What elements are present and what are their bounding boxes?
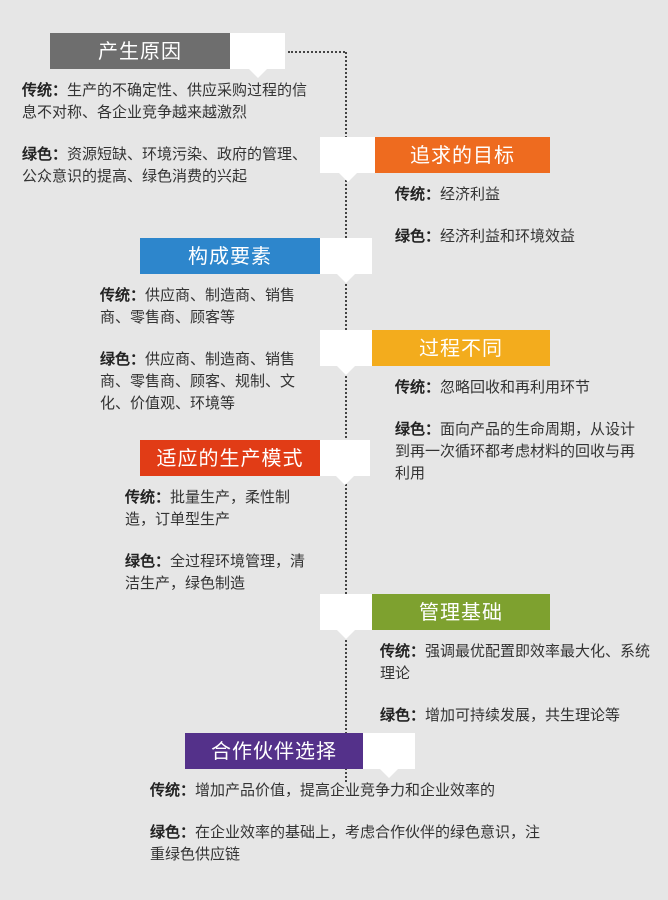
green-tag: 绿色：: [395, 227, 441, 245]
traditional-tag: 传统：: [395, 378, 441, 396]
section-title: 适应的生产模式: [140, 440, 320, 476]
green-tag: 绿色：: [380, 706, 426, 724]
traditional-paragraph: 传统：生产的不确定性、供应采购过程的信息不对称、各企业竞争越来越激烈: [22, 79, 322, 123]
section-partner-selection: 合作伙伴选择 传统：增加产品价值，提高企业竞争力和企业效率的 绿色：在企业效率的…: [0, 733, 560, 865]
timeline-connector: [288, 51, 345, 53]
green-text: 增加可持续发展，共生理论等: [425, 706, 621, 724]
traditional-paragraph: 传统：批量生产，柔性制造，订单型生产: [125, 486, 320, 530]
green-text: 全过程环境管理，清洁生产，绿色制造: [125, 552, 306, 592]
traditional-tag: 传统：: [22, 81, 68, 99]
header-tab: [320, 238, 372, 283]
section-title: 合作伙伴选择: [185, 733, 363, 769]
traditional-tag: 传统：: [125, 488, 171, 506]
section-body: 传统：强调最优配置即效率最大化、系统理论 绿色：增加可持续发展，共生理论等: [380, 640, 658, 726]
section-header: 过程不同: [320, 330, 650, 375]
section-title: 过程不同: [372, 330, 550, 366]
section-title: 构成要素: [140, 238, 320, 274]
section-title: 管理基础: [372, 594, 550, 630]
header-tab: [363, 733, 415, 778]
traditional-tag: 传统：: [380, 642, 426, 660]
section-header: 追求的目标: [320, 137, 650, 182]
section-header: 构成要素: [0, 238, 372, 283]
traditional-paragraph: 传统：供应商、制造商、销售商、零售商、顾客等: [100, 284, 310, 328]
section-header: 管理基础: [320, 594, 660, 639]
traditional-tag: 传统：: [150, 781, 196, 799]
section-title: 产生原因: [50, 33, 230, 69]
section-header: 合作伙伴选择: [0, 733, 560, 778]
section-management: 管理基础 传统：强调最优配置即效率最大化、系统理论 绿色：增加可持续发展，共生理…: [320, 594, 660, 726]
green-tag: 绿色：: [395, 420, 441, 438]
header-tab: [230, 33, 285, 78]
header-tab: [320, 594, 372, 639]
green-tag: 绿色：: [150, 823, 196, 841]
green-text: 经济利益和环境效益: [440, 227, 576, 245]
green-text: 面向产品的生命周期，从设计到再一次循环都考虑材料的回收与再利用: [395, 420, 636, 482]
traditional-text: 生产的不确定性、供应采购过程的信息不对称、各企业竞争越来越激烈: [22, 81, 308, 121]
section-process: 过程不同 传统：忽略回收和再利用环节 绿色：面向产品的生命周期，从设计到再一次循…: [320, 330, 650, 484]
green-paragraph: 绿色：全过程环境管理，清洁生产，绿色制造: [125, 550, 320, 594]
green-paragraph: 绿色：供应商、制造商、销售商、零售商、顾客、规制、文化、价值观、环境等: [100, 348, 310, 414]
traditional-text: 供应商、制造商、销售商、零售商、顾客等: [100, 286, 296, 326]
section-production-mode: 适应的生产模式 传统：批量生产，柔性制造，订单型生产 绿色：全过程环境管理，清洁…: [0, 440, 370, 594]
traditional-paragraph: 传统：增加产品价值，提高企业竞争力和企业效率的: [150, 779, 550, 801]
green-text: 资源短缺、环境污染、政府的管理、公众意识的提高、绿色消费的兴起: [22, 145, 308, 185]
section-body: 传统：生产的不确定性、供应采购过程的信息不对称、各企业竞争越来越激烈 绿色：资源…: [22, 79, 322, 187]
traditional-text: 批量生产，柔性制造，订单型生产: [125, 488, 291, 528]
section-body: 传统：供应商、制造商、销售商、零售商、顾客等 绿色：供应商、制造商、销售商、零售…: [100, 284, 310, 414]
green-paragraph: 绿色：经济利益和环境效益: [395, 225, 640, 247]
traditional-paragraph: 传统：忽略回收和再利用环节: [395, 376, 640, 398]
section-cause: 产生原因 传统：生产的不确定性、供应采购过程的信息不对称、各企业竞争越来越激烈 …: [0, 33, 345, 187]
traditional-text: 强调最优配置即效率最大化、系统理论: [380, 642, 651, 682]
section-body: 传统：批量生产，柔性制造，订单型生产 绿色：全过程环境管理，清洁生产，绿色制造: [125, 486, 320, 594]
traditional-paragraph: 传统：强调最优配置即效率最大化、系统理论: [380, 640, 658, 684]
green-text: 在企业效率的基础上，考虑合作伙伴的绿色意识，注重绿色供应链: [150, 823, 541, 863]
header-tab: [320, 440, 370, 485]
section-goal: 追求的目标 传统：经济利益 绿色：经济利益和环境效益: [320, 137, 650, 247]
green-paragraph: 绿色：增加可持续发展，共生理论等: [380, 704, 658, 726]
traditional-tag: 传统：: [395, 185, 441, 203]
green-tag: 绿色：: [100, 350, 146, 368]
traditional-tag: 传统：: [100, 286, 146, 304]
traditional-text: 增加产品价值，提高企业竞争力和企业效率的: [195, 781, 496, 799]
section-body: 传统：忽略回收和再利用环节 绿色：面向产品的生命周期，从设计到再一次循环都考虑材…: [395, 376, 640, 484]
traditional-text: 忽略回收和再利用环节: [440, 378, 591, 396]
section-header: 适应的生产模式: [0, 440, 370, 485]
green-paragraph: 绿色：资源短缺、环境污染、政府的管理、公众意识的提高、绿色消费的兴起: [22, 143, 322, 187]
green-paragraph: 绿色：在企业效率的基础上，考虑合作伙伴的绿色意识，注重绿色供应链: [150, 821, 550, 865]
green-paragraph: 绿色：面向产品的生命周期，从设计到再一次循环都考虑材料的回收与再利用: [395, 418, 640, 484]
green-tag: 绿色：: [22, 145, 68, 163]
section-elements: 构成要素 传统：供应商、制造商、销售商、零售商、顾客等 绿色：供应商、制造商、销…: [0, 238, 372, 414]
header-tab: [320, 330, 372, 375]
section-title: 追求的目标: [375, 137, 550, 173]
green-text: 供应商、制造商、销售商、零售商、顾客、规制、文化、价值观、环境等: [100, 350, 296, 412]
header-tab: [320, 137, 375, 182]
section-body: 传统：经济利益 绿色：经济利益和环境效益: [395, 183, 640, 247]
green-tag: 绿色：: [125, 552, 171, 570]
section-header: 产生原因: [0, 33, 345, 78]
timeline-spine: [345, 52, 347, 782]
section-body: 传统：增加产品价值，提高企业竞争力和企业效率的 绿色：在企业效率的基础上，考虑合…: [150, 779, 550, 865]
traditional-text: 经济利益: [440, 185, 501, 203]
traditional-paragraph: 传统：经济利益: [395, 183, 640, 205]
